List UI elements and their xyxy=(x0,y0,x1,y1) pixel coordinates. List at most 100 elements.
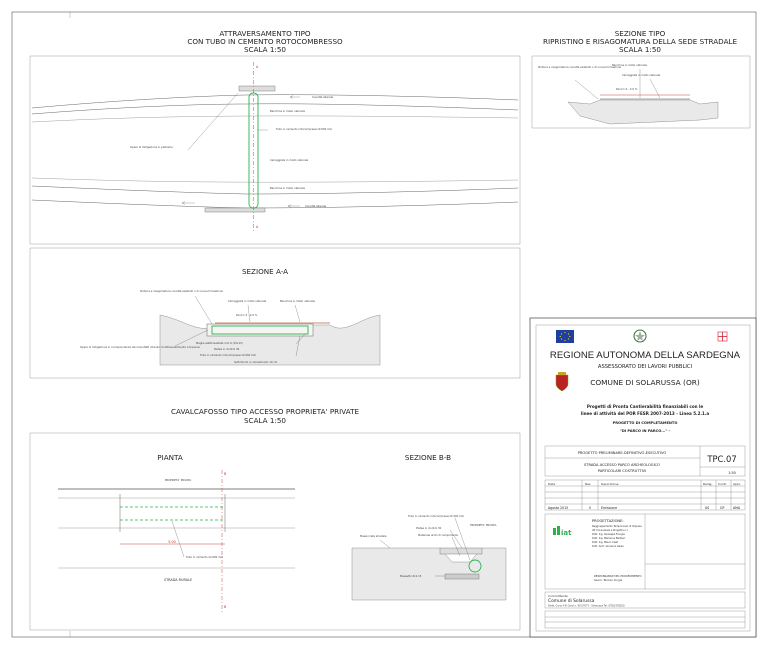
parco-name: "DI PARCO IN PARCO..." - xyxy=(620,429,671,433)
rev-header: Rev. xyxy=(585,482,591,486)
label-cunetta-top: Cunetta laterale xyxy=(312,95,333,99)
sezione-tipo-panel xyxy=(531,55,751,129)
ground-profile xyxy=(567,99,719,125)
label-pulitura: Pulitura e risagomatura cunette esistent… xyxy=(140,289,223,293)
label-carreggiata: Carreggiata in misto naturale xyxy=(622,73,661,77)
label-tubo: Tubo in cemento rotocompresso Ø 600 mm xyxy=(276,126,333,131)
cavalcafosso-panel xyxy=(29,432,521,631)
italy-emblem-icon xyxy=(633,329,647,343)
label-cunetta-bottom: Cunetta laterale xyxy=(305,204,326,208)
plan-panel xyxy=(29,55,521,245)
road-edge xyxy=(31,94,519,109)
label-carreggiata: Carreggiata in misto naturale xyxy=(270,158,309,162)
committente-box xyxy=(544,591,746,609)
label-opere: Opere di mitigazione in pietrame xyxy=(130,145,173,149)
region-name: REGIONE AUTONOMA DELLA SARDEGNA xyxy=(550,350,741,361)
eu-stars-icon xyxy=(559,331,571,342)
rev-header: Appr. xyxy=(733,482,741,486)
iat-logo-text: iat xyxy=(561,529,572,537)
massetto xyxy=(444,573,480,580)
rev-cell: Emissione xyxy=(601,506,617,510)
headwall xyxy=(238,85,276,92)
progettista: Raggruppamento Temporaneo di Imprese xyxy=(592,525,642,528)
leader-line xyxy=(379,517,471,577)
committente-name: Comune di Solarussa xyxy=(548,598,595,604)
progetti-line2: linee di attività del POR FESR 2007-2013… xyxy=(581,411,710,416)
label-pulitura: Pulitura e risagomatura cunette esistent… xyxy=(538,65,621,69)
cavalcafosso-scale: SCALA 1:50 xyxy=(244,416,286,425)
bb-proprieta: PROPRIETA' PRIVATA xyxy=(470,523,497,527)
pipe-section xyxy=(468,559,482,573)
label-banchina-top: Banchina in misto naturale xyxy=(270,109,305,113)
solarussa-crest-icon xyxy=(555,372,569,392)
pianta-proprieta: PROPRIETA' PRIVATA xyxy=(165,478,192,482)
title-block-inner xyxy=(535,324,751,632)
flow-arrow xyxy=(287,204,300,208)
road-edge xyxy=(31,185,519,195)
flow-arrow xyxy=(289,95,300,99)
ground-profile xyxy=(351,547,507,601)
scala-value: 1:50 xyxy=(728,471,736,475)
sezione-aa-title: SEZIONE A-A xyxy=(242,267,288,276)
road-edge xyxy=(31,199,519,209)
progettista: Dott. Arch. Giovanni Gaias xyxy=(592,545,624,548)
leader-line xyxy=(174,295,306,357)
bb-tubo: Tubo in cemento rotocompresso Ø 400 mm xyxy=(408,513,465,518)
progettista: Dott. Ing. Mauro Casti xyxy=(592,541,618,544)
rev-header: Descrizione xyxy=(601,482,619,486)
cavalcafosso: CAVALCAFOSSO TIPO ACCESSO PROPRIETA' PRI… xyxy=(29,407,521,631)
sezione-tipo-title1: SEZIONE TIPO xyxy=(615,29,666,38)
sezione-tipo-scale: SCALA 1:50 xyxy=(619,45,661,54)
bb-massicciata: Massicciata stradale xyxy=(360,534,387,538)
committente-address: Sede: Corso F.lli Cervi n. 90 07077 - So… xyxy=(548,605,625,608)
assessorato: ASSESSORATO DEI LAVORI PUBBLICI xyxy=(598,364,693,370)
pianta-dim: 5.00 xyxy=(168,540,176,544)
platea xyxy=(439,547,483,555)
rev-cell: 0 xyxy=(589,506,591,510)
main-plan: ATTRAVERSAMENTO TIPO CON TUBO IN CEMENTO… xyxy=(29,29,521,245)
road-edge xyxy=(31,115,519,123)
rev-cell: GP xyxy=(720,506,724,510)
label-pend: Pend 1.5 - 2.0 % xyxy=(236,313,258,317)
rev-cell: Agosto 2015 xyxy=(548,506,568,510)
section-marker-top: A xyxy=(256,65,259,69)
bb-platea: Platea in cls Rck 30 xyxy=(416,526,442,530)
responsabile-name: Geom. Tarcisio Curgia xyxy=(594,578,623,582)
title-block-border xyxy=(529,317,757,638)
tav-code: TPC.07 xyxy=(706,454,736,464)
pianta-title: PIANTA xyxy=(157,453,183,462)
label-carreggiata: Carreggiata in misto naturale xyxy=(228,299,267,303)
bb-massetto: Massetto Rck 15 xyxy=(400,574,422,578)
label-pend: Pend 1.5 - 2.0 % xyxy=(616,87,638,91)
sezione-tipo: SEZIONE TIPO RIPRISTINO E RISAGOMATURA D… xyxy=(531,29,751,129)
eu-flag-icon xyxy=(556,330,574,343)
info-box xyxy=(544,445,746,477)
particolari-label: PARTICOLARI COSTRUTTIVI xyxy=(598,469,646,473)
progetti-line1: Progetti di Pronta Cantierabilità finanz… xyxy=(587,404,704,409)
road-edge xyxy=(31,103,519,115)
sezione-aa-panel xyxy=(29,247,521,379)
progettista: Dott. Ing. Giuseppe Frongia xyxy=(592,533,625,536)
headwall xyxy=(204,207,266,213)
cavalcafosso-title: CAVALCAFOSSO TIPO ACCESSO PROPRIETA' PRI… xyxy=(171,407,360,416)
pianta-strada: STRADA RURALE xyxy=(164,578,192,582)
road-edge xyxy=(31,177,519,183)
pipe-section xyxy=(211,325,309,335)
iat-logo-icon xyxy=(553,526,560,535)
label-platea: Platea in cls Rck 30 xyxy=(214,347,240,351)
sardegna-emblem-icon xyxy=(717,331,728,342)
footer-box xyxy=(544,610,746,629)
progettista: IAT Consulenza e Progetti s.r.l. xyxy=(592,529,628,532)
label-banchina: Banchina in misto naturale xyxy=(612,63,647,67)
bb-materiale: Materiale arido di riempimento xyxy=(418,533,459,537)
title-block: REGIONE AUTONOMA DELLA SARDEGNA ASSESSOR… xyxy=(529,317,757,638)
main-title-line2: CON TUBO IN CEMENTO ROTOCOMBRESSO xyxy=(187,37,343,46)
committente-label: Committente xyxy=(548,594,568,598)
fase-label: PROGETTO PRELIMINARE-DEFINITIVO-ESECUTIV… xyxy=(578,451,667,455)
label-maglia: Maglia elettrosaldata rom 6 (15x15) xyxy=(196,341,243,345)
flow-arrow xyxy=(181,201,195,205)
sezione-aa: SEZIONE A-A Pulitura e risagomatura cune… xyxy=(29,247,521,379)
main-title-line1: ATTRAVERSAMENTO TIPO xyxy=(219,29,311,38)
label-opere: Opere di mitigazione in corrispondenza d… xyxy=(80,345,201,349)
